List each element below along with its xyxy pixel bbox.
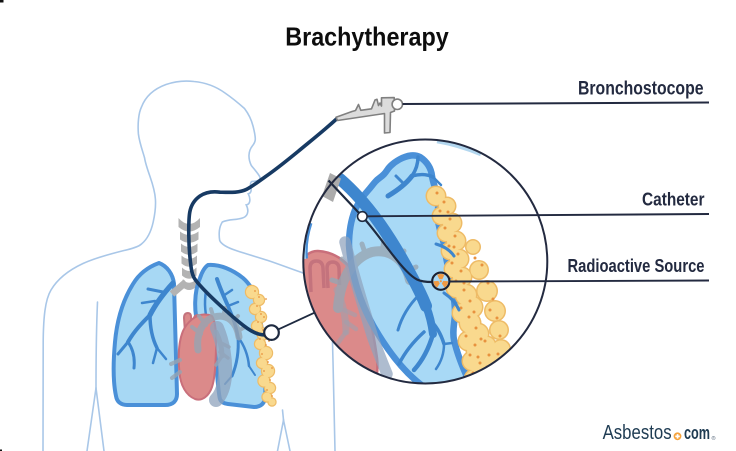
svg-text:Catheter: Catheter [642,188,705,209]
svg-text:®: ® [712,435,716,442]
svg-text:com: com [684,423,710,443]
svg-text:Brachytherapy: Brachytherapy [285,22,449,52]
svg-text:Asbestos: Asbestos [603,421,672,444]
svg-text:Bronchostocope: Bronchostocope [578,79,704,100]
svg-text:Radioactive Source: Radioactive Source [568,255,705,276]
